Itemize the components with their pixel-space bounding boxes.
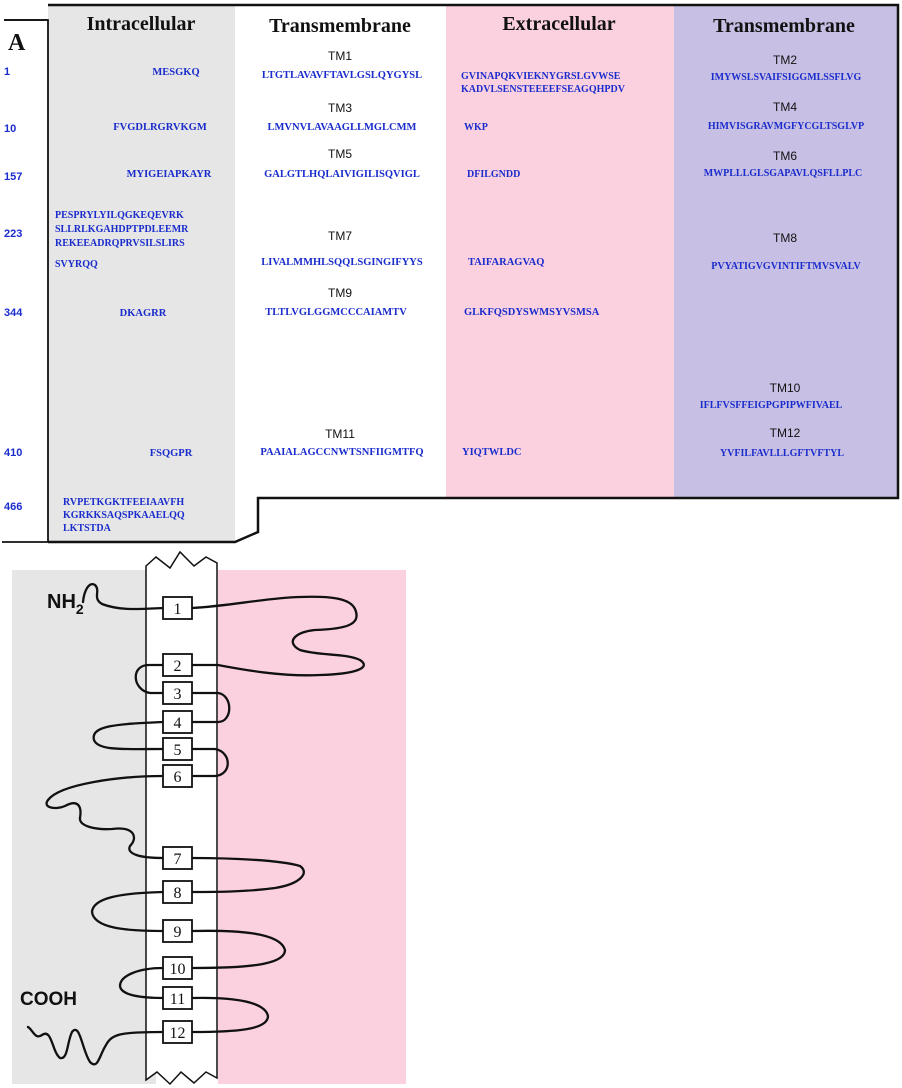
- tm-number: 8: [174, 885, 182, 902]
- tm-label: TM10: [770, 381, 801, 395]
- tm-number: 1: [174, 601, 182, 618]
- row-number: 1: [4, 66, 10, 78]
- row-number: 157: [4, 171, 22, 183]
- tm-label: TM1: [328, 49, 352, 63]
- tm-number: 11: [170, 991, 185, 1008]
- tm-number: 10: [170, 961, 186, 978]
- tm-sequence: PAAIALAGCCNWTSNFIIGMTFQ: [260, 447, 423, 458]
- tm-sequence: IFLFVSFFEIGPGPIPWFIVAEL: [700, 400, 843, 411]
- tm-label: TM7: [328, 229, 352, 243]
- tm-number: 5: [174, 742, 182, 759]
- tm-number: 9: [174, 924, 182, 941]
- intracellular-sequence: KGRKKSAQSPKAAELQQ: [63, 510, 185, 521]
- tm-label: TM11: [325, 427, 355, 441]
- tm-box-7: 7: [162, 846, 193, 870]
- tm-label: TM3: [328, 101, 352, 115]
- extracellular-sequence: DFILGNDD: [467, 169, 520, 180]
- intracellular-sequence: PESPRYLYILQGKEQEVRK: [55, 210, 184, 221]
- intracellular-region: [12, 570, 156, 1084]
- extracellular-column-bg: [446, 5, 674, 498]
- table-outline: [48, 3, 900, 544]
- header-transmembrane-2: Transmembrane: [713, 15, 855, 37]
- row-number: 10: [4, 123, 16, 135]
- extracellular-sequence: WKP: [464, 122, 488, 133]
- tm-sequence: LIVALMMHLSQQLSGINGIFYYS: [261, 257, 423, 268]
- row-number: 223: [4, 228, 22, 240]
- row-number: 466: [4, 501, 22, 513]
- tm-sequence: IMYWSLSVAIFSIGGMLSSFLVG: [711, 72, 862, 83]
- tm-box-9: 9: [162, 919, 193, 943]
- c-terminus-label: COOH: [20, 989, 77, 1010]
- extracellular-sequence: GLKFQSDYSWMSYVSMSA: [464, 307, 600, 318]
- intracellular-sequence: MYIGEIAPKAYR: [127, 169, 212, 180]
- intracellular-sequence: FVGDLRGRVKGM: [113, 122, 207, 133]
- intracellular-column-bg: [48, 5, 235, 542]
- tm-number: 2: [174, 658, 182, 675]
- tm-number: 3: [174, 686, 182, 703]
- transmembrane-2-column-bg: [674, 5, 898, 498]
- tm-sequence: MWPLLLGLSGAPAVLQSFLLPLC: [704, 168, 863, 179]
- extracellular-sequence: KADVLSENSTEEEEFSEAGQHPDV: [461, 84, 626, 95]
- tm-box-1: 1: [162, 596, 193, 620]
- intracellular-sequence: REKEEADRQPRVSILSLIRS: [55, 238, 185, 249]
- extracellular-region: [218, 570, 406, 1084]
- tm-number: 7: [174, 851, 182, 868]
- tm-sequence: YVFILFAVLLLGFTVFTYL: [720, 448, 844, 459]
- tm-box-11: 11: [162, 986, 193, 1010]
- tm-sequence: LTGTLAVAVFTAVLGSLQYGYSL: [262, 70, 422, 81]
- tm-box-10: 10: [162, 956, 193, 980]
- tm-box-8: 8: [162, 880, 193, 904]
- tm-number: 12: [170, 1025, 186, 1042]
- tm-sequence: PVYATIGVGVINTIFTMVSVALV: [711, 261, 861, 272]
- n-terminus-label: NH2: [47, 591, 84, 617]
- extracellular-sequence: YIQTWLDC: [462, 447, 522, 458]
- tm-box-5: 5: [162, 737, 193, 761]
- tm-label: TM2: [773, 53, 797, 67]
- intracellular-sequence: FSQGPR: [150, 448, 193, 459]
- intracellular-sequence: DKAGRR: [120, 308, 167, 319]
- tm-label: TM8: [773, 231, 797, 245]
- tm-sequence: LMVNVLAVAAGLLMGLCMM: [268, 122, 417, 133]
- tm-box-12: 12: [162, 1020, 193, 1044]
- tm-sequence: TLTLVGLGGMCCCAIAMTV: [265, 307, 407, 318]
- tm-label: TM12: [770, 426, 801, 440]
- intracellular-sequence: RVPETKGKTFEEIAAVFH: [63, 497, 184, 508]
- extracellular-sequence: GVINAPQKVIEKNYGRSLGVWSE: [461, 71, 621, 82]
- tm-sequence: HIMVISGRAVMGFYCGLTSGLVP: [708, 121, 864, 132]
- tm-label: TM5: [328, 147, 352, 161]
- membrane-band: [145, 550, 218, 1086]
- tm-box-4: 4: [162, 710, 193, 734]
- tm-sequence: GALGTLHQLAIVIGILISQVIGL: [264, 169, 420, 180]
- extracellular-sequence: TAIFARAGVAQ: [468, 257, 544, 268]
- header-transmembrane-1: Transmembrane: [269, 15, 411, 37]
- tm-box-3: 3: [162, 681, 193, 705]
- corner-box: [2, 19, 49, 543]
- tm-label: TM9: [328, 286, 352, 300]
- intracellular-sequence: SLLRLKGAHDPTPDLEEMR: [55, 224, 189, 235]
- tm-label: TM4: [773, 100, 797, 114]
- tm-box-2: 2: [162, 653, 193, 677]
- header-intracellular: Intracellular: [87, 13, 196, 35]
- row-number: 344: [4, 307, 23, 319]
- intracellular-sequence: MESGKQ: [152, 67, 199, 78]
- tm-label: TM6: [773, 149, 797, 163]
- header-extracellular: Extracellular: [502, 13, 615, 35]
- tm-number: 4: [174, 715, 182, 732]
- intracellular-sequence: LKTSTDA: [63, 523, 112, 534]
- polypeptide-chain: [26, 582, 365, 1066]
- panel-label: A: [8, 30, 26, 56]
- sequence-table: A Intracellular Transmembrane Extracellu…: [2, 3, 900, 544]
- row-number: 410: [4, 447, 22, 459]
- intracellular-sequence: SVYRQQ: [55, 259, 98, 270]
- tm-number: 6: [174, 769, 182, 786]
- tm-box-6: 6: [162, 764, 193, 788]
